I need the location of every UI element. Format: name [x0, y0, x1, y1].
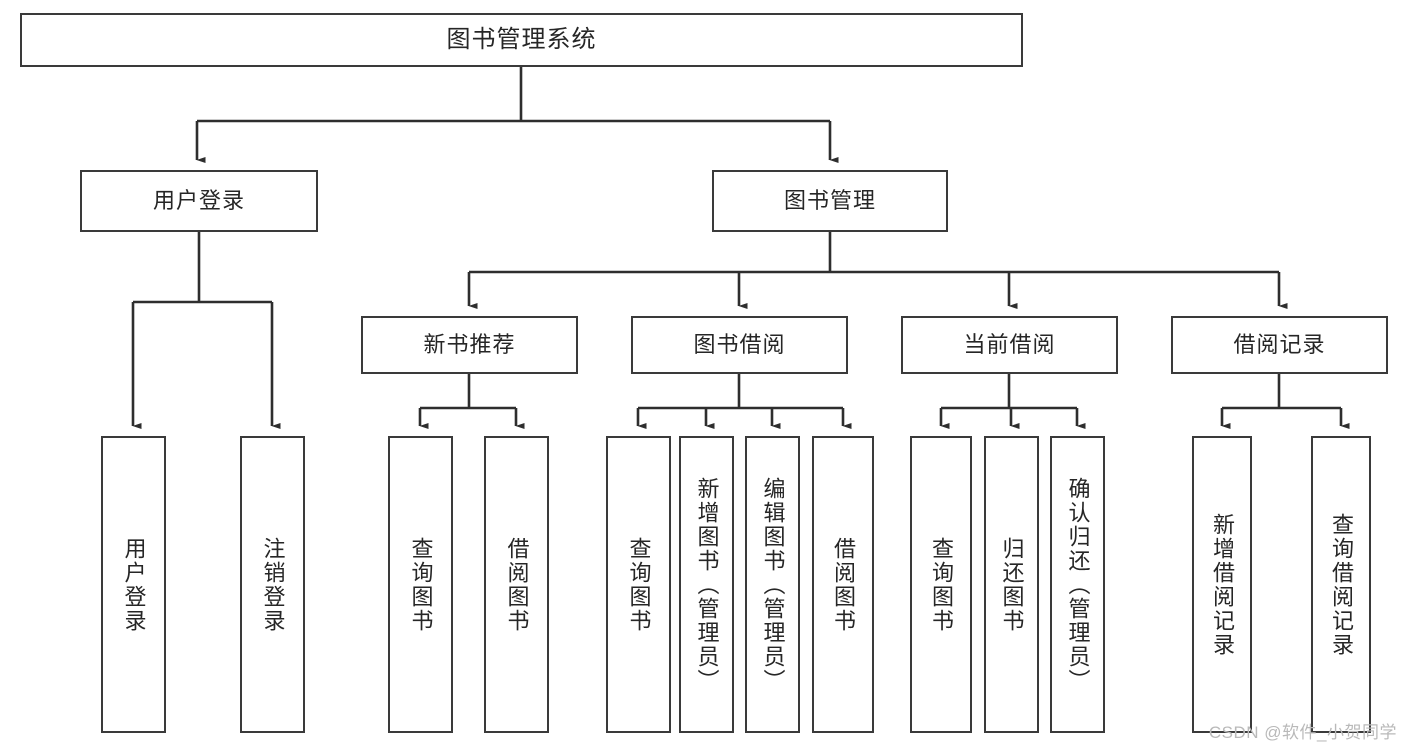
node-book-manage[interactable]: 图书管理: [712, 170, 948, 232]
node-user-login[interactable]: 用户登录: [80, 170, 318, 232]
node-root-label: 图书管理系统: [446, 25, 597, 53]
node-book-borrow[interactable]: 图书借阅: [631, 316, 848, 374]
csdn-watermark: CSDN @软件_小贺同学: [1208, 723, 1397, 742]
leaf-add-record-label: 新增借阅记录: [1209, 512, 1235, 657]
leaf-query-record[interactable]: 查询借阅记录: [1311, 436, 1371, 733]
node-current-borrow-label: 当前借阅: [963, 331, 1056, 357]
leaf-logout-label: 注销登录: [260, 536, 286, 633]
node-borrow-record-label: 借阅记录: [1233, 331, 1326, 357]
leaf-borrow-book-1[interactable]: 借阅图书: [484, 436, 549, 733]
leaf-query-book-2[interactable]: 查询图书: [606, 436, 671, 733]
leaf-return-book-label: 归还图书: [999, 536, 1025, 633]
leaf-edit-book[interactable]: 编辑图书（管理员）: [745, 436, 800, 733]
leaf-logout[interactable]: 注销登录: [240, 436, 305, 733]
leaf-query-record-label: 查询借阅记录: [1328, 512, 1354, 657]
leaf-query-book-1-label: 查询图书: [408, 536, 434, 633]
node-book-borrow-label: 图书借阅: [693, 331, 786, 357]
leaf-query-book-2-label: 查询图书: [626, 536, 652, 633]
leaf-query-book-3-label: 查询图书: [928, 536, 954, 633]
node-new-book-rec-label: 新书推荐: [423, 331, 516, 357]
leaf-query-book-3[interactable]: 查询图书: [910, 436, 972, 733]
leaf-query-book-1[interactable]: 查询图书: [388, 436, 453, 733]
leaf-confirm-return[interactable]: 确认归还（管理员）: [1050, 436, 1105, 733]
leaf-user-login[interactable]: 用户登录: [101, 436, 166, 733]
node-new-book-rec[interactable]: 新书推荐: [361, 316, 578, 374]
node-user-login-label: 用户登录: [152, 187, 245, 213]
node-current-borrow[interactable]: 当前借阅: [901, 316, 1118, 374]
leaf-borrow-book-2-label: 借阅图书: [830, 536, 856, 633]
leaf-return-book[interactable]: 归还图书: [984, 436, 1039, 733]
leaf-user-login-label: 用户登录: [121, 536, 147, 633]
leaf-confirm-return-label: 确认归还（管理员）: [1065, 476, 1091, 693]
leaf-add-book-label: 新增图书（管理员）: [694, 476, 720, 693]
leaf-borrow-book-2[interactable]: 借阅图书: [812, 436, 874, 733]
node-book-manage-label: 图书管理: [783, 187, 876, 213]
node-borrow-record[interactable]: 借阅记录: [1171, 316, 1388, 374]
node-root-system[interactable]: 图书管理系统: [20, 13, 1023, 67]
leaf-borrow-book-1-label: 借阅图书: [504, 536, 530, 633]
leaf-add-record[interactable]: 新增借阅记录: [1192, 436, 1252, 733]
leaf-edit-book-label: 编辑图书（管理员）: [760, 476, 786, 693]
leaf-add-book[interactable]: 新增图书（管理员）: [679, 436, 734, 733]
